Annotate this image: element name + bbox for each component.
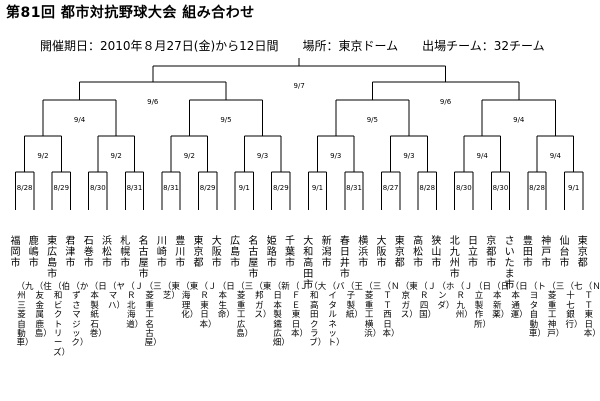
team-city: 北九州市	[449, 236, 460, 280]
match-date-label: 9/6	[440, 98, 452, 106]
team-city: 神戸市	[541, 236, 552, 269]
match-date-label: 9/1	[239, 184, 250, 192]
match-date-label: 8/29	[53, 184, 69, 192]
team-city: 春日井市	[339, 236, 350, 280]
team-city: 東京都	[394, 236, 405, 269]
team-city: 浜松市	[102, 236, 112, 269]
team-city: 名古屋市	[138, 236, 149, 280]
team-company: （三菱重工名古屋）	[144, 282, 162, 349]
team-company: （三菱重工横浜）	[364, 282, 382, 340]
page-title: 第81回 都市対抗野球大会 組み合わせ	[6, 5, 255, 21]
match-date-label: 9/4	[74, 116, 86, 124]
match-date-label: 8/27	[383, 184, 399, 192]
team-company: （日本生命）	[217, 282, 235, 321]
match-date-label: 9/5	[367, 116, 378, 124]
team-city: 高松市	[413, 236, 424, 269]
match-date-label: 9/3	[330, 152, 341, 160]
team-company: （東芝）	[162, 282, 180, 302]
team-company: （新日本製鐵広畑）	[272, 282, 290, 349]
match-date-label: 9/1	[568, 184, 579, 192]
team-city: 東京都	[193, 236, 204, 269]
team-city: 新潟市	[321, 236, 332, 269]
team-company: （ヤマハ）	[108, 282, 126, 311]
team-company: （東京ガス）	[400, 282, 418, 321]
team-city: 君津市	[65, 236, 76, 269]
match-date-label: 9/3	[403, 152, 414, 160]
team-city: 大阪市	[376, 236, 387, 269]
team-company: （ＪＲ東日本）	[199, 282, 217, 330]
team-company: （ＪＲ北海道）	[126, 282, 144, 330]
team-company: （ＪＲ九州）	[455, 282, 473, 321]
team-city: 広島市	[230, 236, 241, 269]
team-company: （三菱重工神戸）	[547, 282, 565, 340]
match-date-label: 9/2	[37, 152, 48, 160]
event-info: 開催期日：2010年８月27日(金)から12日間 場所：東京ドーム 出場チーム：…	[40, 39, 545, 53]
team-company: （ＪＦＥ東日本）	[291, 282, 309, 340]
team-city: 狭山市	[431, 236, 442, 269]
team-city: 豊川市	[175, 236, 186, 269]
team-city: 日立市	[468, 236, 478, 269]
team-city: さいたま市	[504, 236, 515, 291]
match-date-label: 9/6	[147, 98, 159, 106]
team-city: 東広島市	[47, 236, 58, 280]
team-city: 豊田市	[522, 236, 533, 269]
team-city: 姫路市	[266, 236, 277, 269]
team-city: 福岡市	[10, 236, 21, 269]
match-date-label: 8/29	[200, 184, 216, 192]
match-date-label: 8/30	[90, 184, 106, 192]
team-city: 東京都	[577, 236, 588, 269]
match-date-label: 9/4	[550, 152, 562, 160]
match-date-label: 8/28	[419, 184, 435, 192]
team-company: （ＮＴＴ東日本）	[583, 282, 600, 340]
team-city: 仙台市	[559, 236, 570, 269]
team-city: 横浜市	[358, 236, 369, 269]
team-company: （ＮＴＴ西日本）	[382, 282, 400, 340]
team-company: （日本製紙石巻）	[89, 282, 107, 340]
team-company: （日本新薬）	[492, 282, 510, 321]
team-city: 大和高田市	[303, 236, 314, 291]
team-company: （日立製作所）	[474, 282, 492, 330]
team-city: 大阪市	[211, 236, 222, 269]
team-company: （ホンダ）	[437, 282, 455, 311]
match-date-label: 8/28	[17, 184, 33, 192]
match-date-label: 9/4	[513, 116, 525, 124]
team-city: 京都市	[486, 236, 497, 269]
team-city: 川崎市	[156, 236, 167, 269]
team-company: （七十七銀行）	[565, 282, 583, 330]
final-date-label: 9/7	[294, 82, 305, 90]
match-date-label: 8/31	[346, 184, 362, 192]
team-company: （伯和ビクトリーズ）	[53, 282, 71, 358]
match-date-label: 8/29	[273, 184, 289, 192]
match-date-label: 9/2	[184, 152, 195, 160]
team-city: 千葉市	[285, 236, 295, 269]
team-company: （東邦ガス）	[254, 282, 272, 321]
team-company: （王子製紙）	[345, 282, 363, 321]
team-company: （日本通運）	[510, 282, 528, 321]
match-date-label: 9/5	[220, 116, 231, 124]
team-company: （九州三菱自動車）	[16, 282, 34, 349]
team-company: （かずさマジック）	[71, 282, 89, 349]
match-date-label: 9/2	[111, 152, 122, 160]
match-date-label: 8/30	[456, 184, 472, 192]
match-date-label: 8/31	[163, 184, 179, 192]
team-city: 鹿嶋市	[28, 236, 39, 269]
team-company: （住友金属鹿島）	[34, 282, 52, 340]
team-company: （ＪＲ四国）	[419, 282, 437, 321]
match-date-label: 9/3	[257, 152, 268, 160]
team-company: （バイタルネット）	[327, 282, 345, 349]
match-date-label: 9/1	[312, 184, 323, 192]
team-company: （トヨタ自動車）	[528, 282, 546, 340]
team-company: （東海理化）	[181, 282, 199, 321]
team-city: 石巻市	[83, 236, 94, 269]
team-city: 札幌市	[120, 236, 131, 269]
team-company: （三菱重工広島）	[236, 282, 254, 340]
match-date-label: 8/30	[493, 184, 509, 192]
match-date-label: 9/4	[477, 152, 489, 160]
team-company: （大和高田クラブ）	[309, 282, 327, 349]
match-date-label: 8/28	[529, 184, 545, 192]
match-date-label: 8/31	[127, 184, 143, 192]
team-city: 名古屋市	[248, 236, 259, 280]
